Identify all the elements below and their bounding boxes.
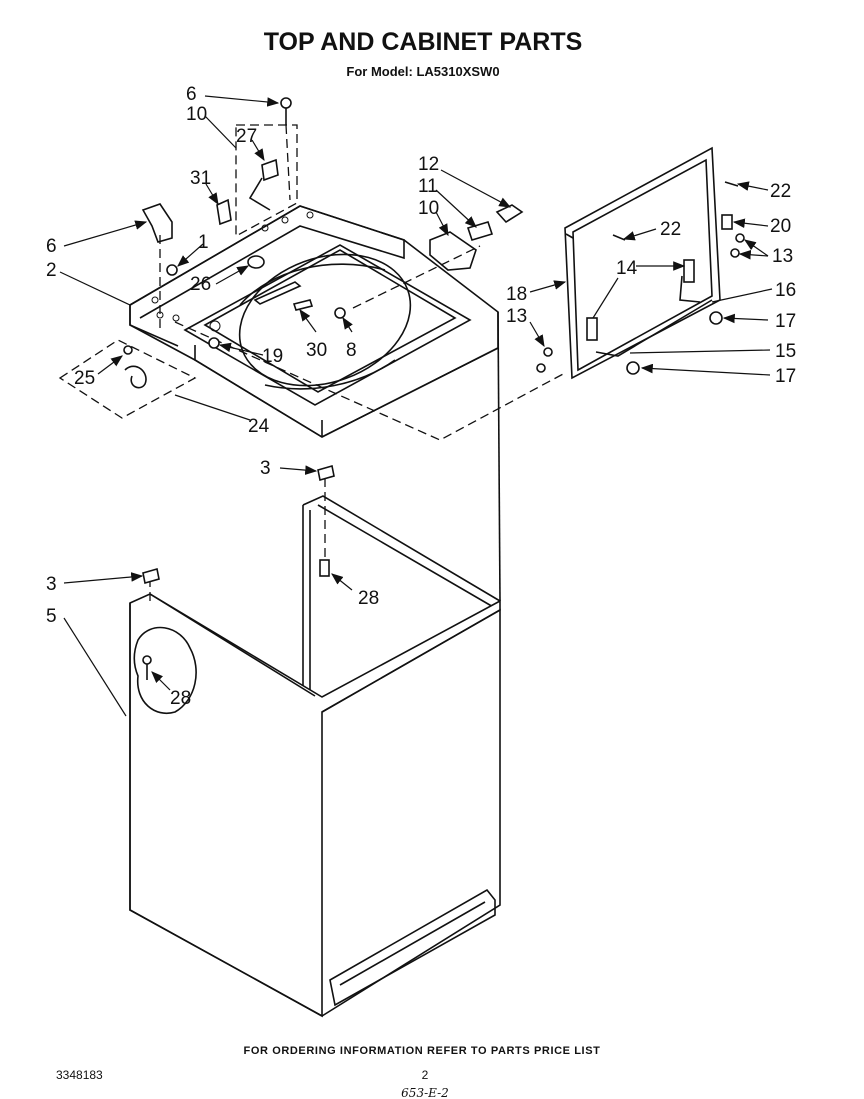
- callout-28-upper: 28: [358, 588, 379, 609]
- callout-10: 10: [418, 198, 439, 219]
- callout-30: 30: [306, 340, 327, 361]
- callout-5: 5: [46, 606, 57, 627]
- leader-arrows: [59, 95, 773, 717]
- callout-24: 24: [248, 416, 270, 437]
- top-assembly: [129, 205, 499, 438]
- callout-22-lid: 22: [660, 219, 681, 240]
- callout-17-lower: 17: [775, 366, 796, 387]
- callout-6: 6: [46, 236, 57, 257]
- callout-9: 10: [186, 104, 207, 125]
- lid-assembly: [536, 146, 745, 380]
- callout-13-left: 13: [506, 306, 527, 327]
- callout-17-upper: 17: [775, 311, 796, 332]
- model-subtitle: For Model: LA5310XSW0: [346, 64, 499, 79]
- callout-11: 11: [418, 176, 438, 197]
- callout-14: 14: [616, 258, 638, 279]
- page-title: TOP AND CABINET PARTS: [264, 28, 583, 56]
- callout-16: 16: [775, 280, 796, 301]
- callout-26: 26: [190, 274, 211, 295]
- callout-25: 25: [74, 368, 95, 389]
- callout-labels: 6 10 27 31 6 1 2 26 30 8 19 25 24 12 11 …: [46, 84, 796, 709]
- document-number: 3348183: [56, 1068, 103, 1082]
- callout-20: 20: [770, 216, 791, 237]
- callout-2: 2: [46, 260, 57, 281]
- callout-28-lower: 28: [170, 688, 191, 709]
- callout-27: 27: [236, 126, 257, 147]
- callout-13-right: 13: [772, 246, 793, 267]
- callout-12: 12: [418, 154, 439, 175]
- callout-31: 31: [190, 168, 211, 189]
- cabinet-assembly: [129, 311, 501, 1018]
- ordering-note: FOR ORDERING INFORMATION REFER TO PARTS …: [244, 1045, 601, 1057]
- page-number: 2: [422, 1068, 429, 1082]
- callout-8: 8: [346, 340, 357, 361]
- callout-19: 18: [506, 284, 527, 305]
- handwritten-note: 653-E-2: [401, 1086, 449, 1099]
- small-parts: [58, 97, 566, 606]
- callout-3-lower: 3: [46, 574, 57, 595]
- callout-22-right: 22: [770, 181, 791, 202]
- callout-1: 1: [198, 232, 209, 253]
- callout-18: 19: [262, 346, 283, 367]
- callout-3-upper: 3: [260, 458, 271, 479]
- callout-15: 15: [775, 341, 796, 362]
- callout-4: 6: [186, 84, 197, 105]
